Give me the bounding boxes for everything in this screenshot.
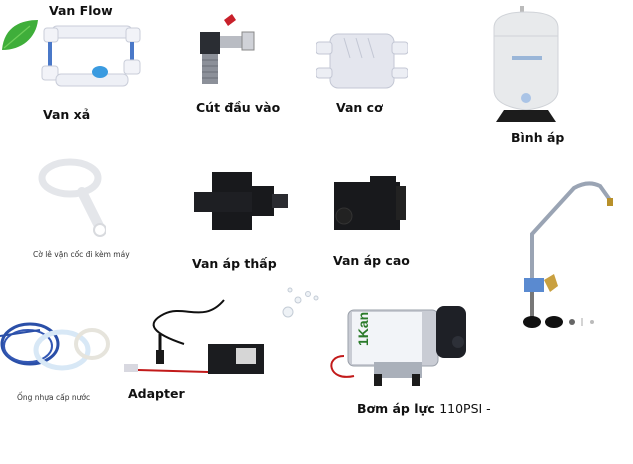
van-co-image [316,28,408,94]
van-ap-thap-image [192,172,292,232]
label-cut-dau-vao: Cút đầu vào [196,100,281,115]
label-van-xa: Van xả [43,107,91,122]
pump-brand-text: 1Kan [355,312,371,346]
binh-ap-image [486,6,566,126]
water-bubbles-decoration [262,284,322,324]
label-ong-nhua: Ống nhựa cấp nước [17,393,91,402]
label-co-le: Cờ lê vặn cốc đi kèm máy [33,250,130,259]
label-van-flow: Van Flow [49,3,113,18]
cut-dau-vao-image [196,14,260,94]
label-adapter: Adapter [128,386,185,401]
bom-ap-luc-image: 1Kan [324,302,474,392]
label-van-ap-thap: Van áp thấp [192,256,277,271]
label-van-co: Van cơ [336,100,383,115]
ong-nhua-image [0,310,116,382]
label-binh-ap: Bình áp [511,130,565,145]
van-flow-assembly-image [38,16,148,96]
bom-ap-luc-name: Bơm áp lực [357,401,435,416]
voi-nuoc-image [510,180,620,340]
adapter-image [124,294,274,374]
label-bom-ap-luc: Bơm áp lực 110PSI - [357,401,491,416]
bom-ap-luc-spec: 110PSI - [439,401,491,416]
van-ap-cao-image [330,176,410,236]
leaf-decoration [0,14,40,54]
label-van-ap-cao: Van áp cao [333,253,410,268]
co-le-image [36,158,106,238]
